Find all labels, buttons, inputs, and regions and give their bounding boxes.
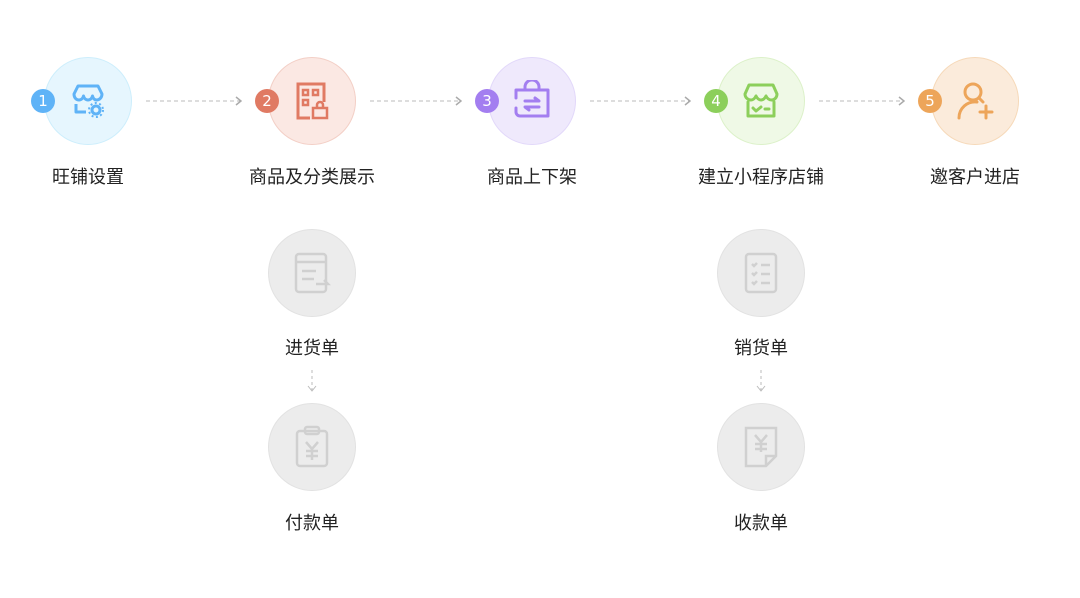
step-4-node[interactable] — [717, 57, 805, 145]
step-number-badge: 5 — [918, 89, 942, 113]
receipt-order-node[interactable] — [717, 403, 805, 491]
sales-order-node[interactable] — [717, 229, 805, 317]
payment-order-label: 付款单 — [285, 513, 339, 534]
purchase-order-icon — [294, 252, 332, 294]
step-label: 旺铺设置 — [52, 167, 124, 188]
step-1-node[interactable] — [44, 57, 132, 145]
product-category-icon — [296, 82, 329, 120]
purchase-order-node[interactable] — [268, 229, 356, 317]
add-customer-icon — [957, 82, 994, 120]
mini-program-store-icon — [743, 83, 779, 118]
purchase-order-label: 进货单 — [285, 338, 339, 359]
step-number-badge: 1 — [31, 89, 55, 113]
arrow-right-icon — [370, 96, 462, 106]
receipt-order-label: 收款单 — [734, 513, 788, 534]
step-label: 建立小程序店铺 — [698, 167, 824, 188]
shelf-bag-icon — [514, 80, 550, 118]
sales-order-label: 销货单 — [734, 338, 788, 359]
arrow-down-icon — [307, 370, 317, 392]
step-2-node[interactable] — [268, 57, 356, 145]
yuan-receipt-icon — [744, 426, 778, 468]
step-3-node[interactable] — [488, 57, 576, 145]
arrow-down-icon — [756, 370, 766, 392]
step-number-badge: 2 — [255, 89, 279, 113]
yuan-clipboard-icon — [295, 425, 329, 468]
arrow-right-icon — [819, 96, 905, 106]
step-label: 邀客户进店 — [930, 167, 1020, 188]
step-label: 商品上下架 — [487, 167, 577, 188]
payment-order-node[interactable] — [268, 403, 356, 491]
arrow-right-icon — [590, 96, 691, 106]
step-label: 商品及分类展示 — [249, 167, 375, 188]
step-number-badge: 3 — [475, 89, 499, 113]
checklist-icon — [744, 252, 778, 294]
arrow-right-icon — [146, 96, 242, 106]
step-5-node[interactable] — [931, 57, 1019, 145]
store-settings-icon — [72, 84, 104, 118]
step-number-badge: 4 — [704, 89, 728, 113]
